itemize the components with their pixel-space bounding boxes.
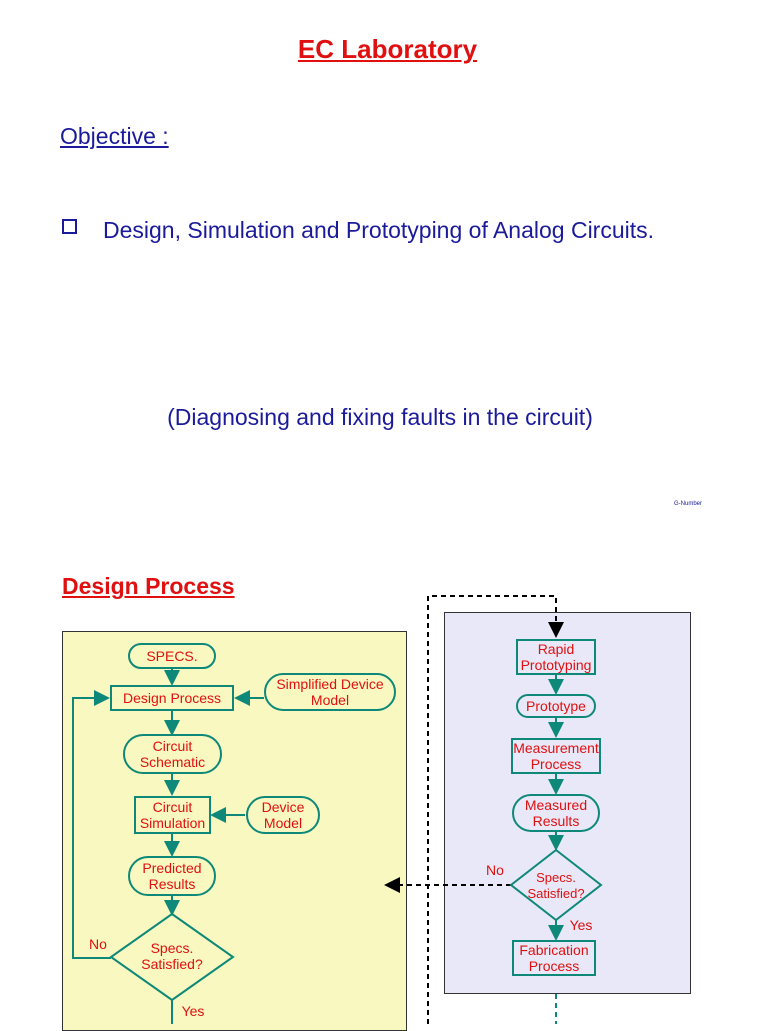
specs-node: SPECS. (128, 643, 216, 669)
measured-results-node: Measured Results (512, 794, 600, 832)
no-label-right: No (486, 862, 504, 878)
device-model-node: Device Model (246, 796, 320, 834)
simplified-device-model-node: Simplified Device Model (264, 673, 396, 711)
checkbox-bullet-icon (62, 219, 77, 234)
circuit-schematic-node: Circuit Schematic (123, 734, 222, 774)
objective-bullet-text: Design, Simulation and Prototyping of An… (103, 217, 655, 243)
yes-label-right: Yes (569, 917, 593, 933)
decision-diamond-right (509, 848, 603, 922)
page-title: EC Laboratory (297, 34, 478, 64)
prototype-node: Prototype (516, 694, 596, 718)
objective-heading: Objective : (60, 123, 169, 149)
decision-label-left: Specs. Satisfied? (141, 940, 203, 972)
measurement-process-node: Measurement Process (511, 738, 601, 774)
yes-label-left: Yes (181, 1003, 205, 1019)
connector-feed-rapid (427, 595, 564, 1024)
rapid-prototyping-node: Rapid Prototyping (516, 639, 596, 675)
predicted-results-node: Predicted Results (128, 856, 216, 896)
section-heading: Design Process (62, 573, 235, 599)
decision-label-right: Specs. Satisfied? (527, 870, 585, 901)
design-process-node: Design Process (110, 685, 234, 711)
decision-diamond-left (109, 912, 235, 1002)
no-label-left: No (89, 936, 107, 952)
circuit-simulation-node: Circuit Simulation (134, 796, 211, 834)
objective-note: (Diagnosing and fixing faults in the cir… (167, 404, 593, 430)
connector-no-loop-left (72, 690, 111, 959)
footer-tag: G-Number (674, 501, 703, 507)
fabrication-process-node: Fabrication Process (512, 940, 596, 976)
